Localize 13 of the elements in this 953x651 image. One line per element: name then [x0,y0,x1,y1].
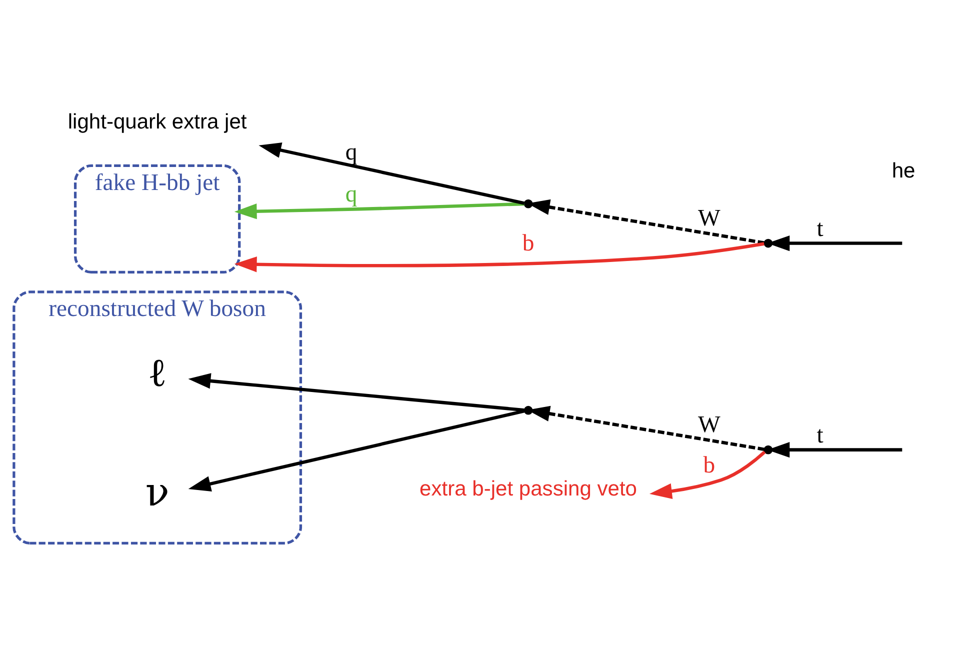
edge-label: t [816,422,824,448]
label: he [892,159,916,182]
node-text: ℓ [148,350,167,396]
edge-label: W [698,412,720,438]
node-text: extra b-jet passing veto [420,478,638,501]
edge-label: W [698,205,720,232]
edge-label: b [522,230,534,256]
edge-label: t [816,216,824,242]
edge-label: q [345,140,358,166]
node-text: light-quark extra jet [68,110,247,134]
edge-label: b [703,452,716,479]
edge-label: q [345,182,358,208]
node-text: ν [145,470,170,516]
